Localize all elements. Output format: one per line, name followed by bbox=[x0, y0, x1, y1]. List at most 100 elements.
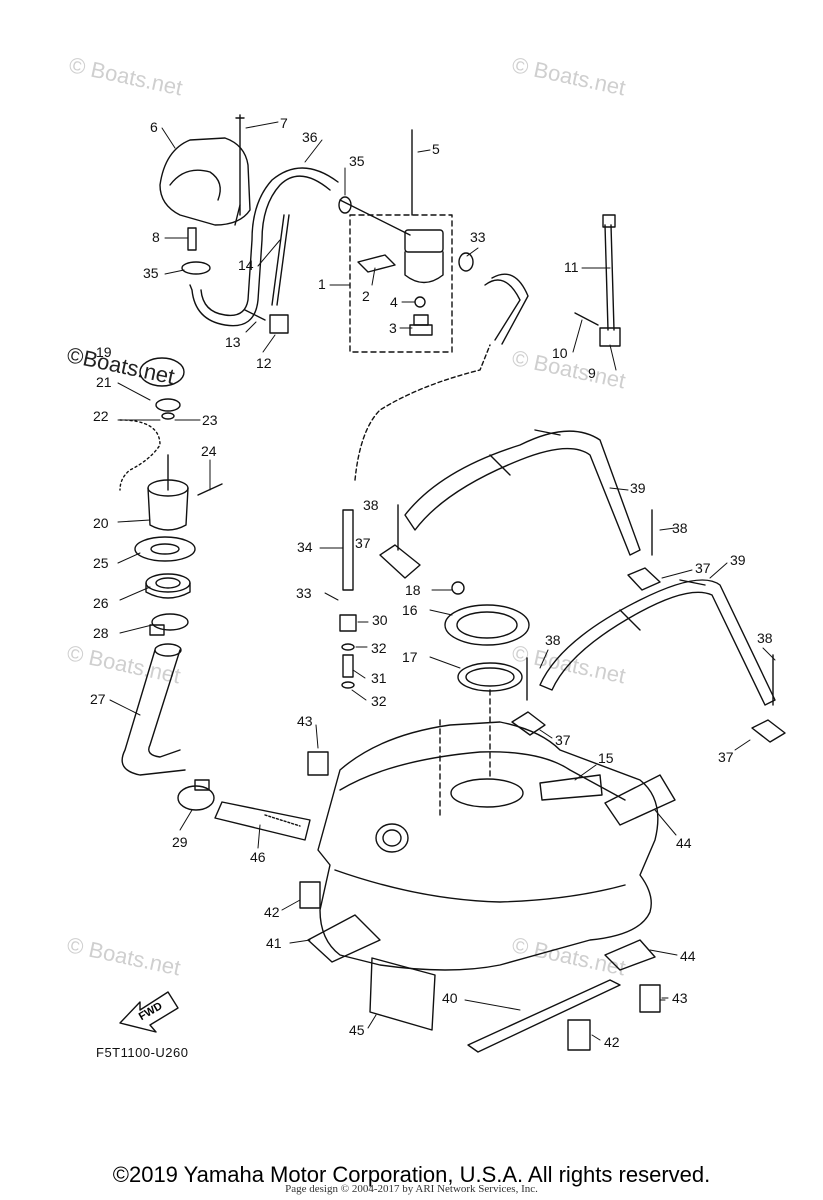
callout-44: 44 bbox=[680, 948, 696, 964]
part-pad-44b bbox=[604, 939, 656, 971]
callout-22: 22 bbox=[93, 408, 109, 424]
callout-18: 18 bbox=[405, 582, 421, 598]
callout-43: 43 bbox=[672, 990, 688, 1006]
callout-2: 2 bbox=[362, 288, 370, 304]
diagram-code: F5T1100-U260 bbox=[96, 1045, 189, 1060]
part-fuel-cap-19 bbox=[139, 357, 185, 420]
callout-39: 39 bbox=[730, 552, 746, 568]
part-filter-assembly-1 bbox=[338, 129, 474, 353]
callout-20: 20 bbox=[93, 515, 109, 531]
callout-19: 19 bbox=[96, 344, 112, 360]
leader-lines bbox=[109, 121, 776, 1041]
callout-41: 41 bbox=[266, 935, 282, 951]
part-clamp-28 bbox=[149, 613, 189, 636]
callout-14: 14 bbox=[238, 257, 254, 273]
callout-24: 24 bbox=[201, 443, 217, 459]
callout-10: 10 bbox=[552, 345, 568, 361]
callout-13: 13 bbox=[225, 334, 241, 350]
part-bolt-7 bbox=[235, 114, 245, 216]
part-clamp-29 bbox=[177, 779, 215, 811]
part-hose-33 bbox=[484, 273, 529, 345]
part-cable-tie-11 bbox=[602, 214, 616, 331]
part-gasket-25 bbox=[134, 536, 196, 562]
part-nut-26 bbox=[145, 573, 191, 599]
callout-44: 44 bbox=[676, 835, 692, 851]
part-pad-43b bbox=[639, 984, 661, 1013]
callout-37: 37 bbox=[355, 535, 371, 551]
part-holder-12 bbox=[244, 309, 289, 334]
part-bracket-37d bbox=[751, 719, 786, 743]
callout-46: 46 bbox=[250, 849, 266, 865]
callout-35: 35 bbox=[349, 153, 365, 169]
callout-34: 34 bbox=[297, 539, 313, 555]
part-pad-44a bbox=[604, 774, 676, 826]
part-valve-30 bbox=[339, 614, 357, 632]
part-pad-42b bbox=[567, 1019, 591, 1051]
callout-38: 38 bbox=[672, 520, 688, 536]
part-gasket-17 bbox=[457, 662, 523, 692]
callout-11: 11 bbox=[564, 259, 579, 275]
part-band-39-lower bbox=[539, 579, 776, 706]
callout-28: 28 bbox=[93, 625, 109, 641]
part-bracket-37b bbox=[627, 567, 661, 591]
part-vent-tube-34 bbox=[342, 344, 491, 591]
part-nut-18 bbox=[451, 581, 465, 595]
callout-40: 40 bbox=[442, 990, 458, 1006]
part-pad-42a bbox=[299, 881, 321, 909]
callout-4: 4 bbox=[390, 294, 398, 310]
callout-3: 3 bbox=[389, 320, 397, 336]
part-clamp-35 bbox=[181, 261, 211, 275]
callout-43: 43 bbox=[297, 713, 313, 729]
fwd-label: FWD bbox=[137, 1000, 165, 1023]
callout-33: 33 bbox=[470, 229, 486, 245]
callout-1: 1 bbox=[318, 276, 326, 292]
callout-8: 8 bbox=[152, 229, 160, 245]
callout-9: 9 bbox=[588, 365, 596, 381]
part-o-ring-32 bbox=[341, 643, 355, 689]
callout-21: 21 bbox=[96, 374, 112, 390]
callout-6: 6 bbox=[150, 119, 158, 135]
part-cable-tie-14 bbox=[271, 214, 290, 306]
callout-15: 15 bbox=[598, 750, 614, 766]
callout-33: 33 bbox=[296, 585, 312, 601]
callout-12: 12 bbox=[256, 355, 272, 371]
callout-16: 16 bbox=[402, 602, 418, 618]
callout-27: 27 bbox=[90, 691, 106, 707]
part-hose-36 bbox=[189, 167, 339, 327]
part-chain-22 bbox=[119, 419, 161, 491]
callout-37: 37 bbox=[695, 560, 711, 576]
part-bracket-37 bbox=[379, 544, 421, 579]
callout-31: 31 bbox=[371, 670, 387, 686]
callout-37: 37 bbox=[718, 749, 734, 765]
callout-32: 32 bbox=[371, 640, 387, 656]
callout-labels: 6 7 36 5 35 8 33 11 35 14 1 2 4 3 13 12 … bbox=[90, 115, 773, 1050]
callout-5: 5 bbox=[432, 141, 440, 157]
part-pad-43a bbox=[307, 751, 329, 776]
part-grommet-8 bbox=[187, 227, 197, 251]
callout-32: 32 bbox=[371, 693, 387, 709]
callout-36: 36 bbox=[302, 129, 318, 145]
callout-17: 17 bbox=[402, 649, 418, 665]
part-band-39-upper bbox=[404, 429, 641, 556]
fwd-arrow-icon bbox=[119, 991, 179, 1033]
part-pipe-31 bbox=[342, 654, 354, 678]
part-cover bbox=[159, 137, 251, 226]
page-design-credit: Page design © 2004-2017 by ARI Network S… bbox=[285, 1183, 538, 1195]
callout-39: 39 bbox=[630, 480, 646, 496]
part-pump-plate-16 bbox=[444, 604, 530, 646]
part-pad-41 bbox=[307, 914, 381, 963]
part-pad-45 bbox=[369, 957, 436, 1031]
part-bracket-37c bbox=[511, 711, 546, 736]
callout-42: 42 bbox=[604, 1034, 620, 1050]
callout-38: 38 bbox=[363, 497, 379, 513]
part-fuel-tank-15 bbox=[317, 689, 659, 971]
callout-45: 45 bbox=[349, 1022, 365, 1038]
callout-25: 25 bbox=[93, 555, 109, 571]
callout-23: 23 bbox=[202, 412, 218, 428]
callout-30: 30 bbox=[372, 612, 388, 628]
callout-37: 37 bbox=[555, 732, 571, 748]
callout-35: 35 bbox=[143, 265, 159, 281]
callout-26: 26 bbox=[93, 595, 109, 611]
copyright-notice: ©2019 Yamaha Motor Corporation, U.S.A. A… bbox=[112, 1162, 711, 1187]
